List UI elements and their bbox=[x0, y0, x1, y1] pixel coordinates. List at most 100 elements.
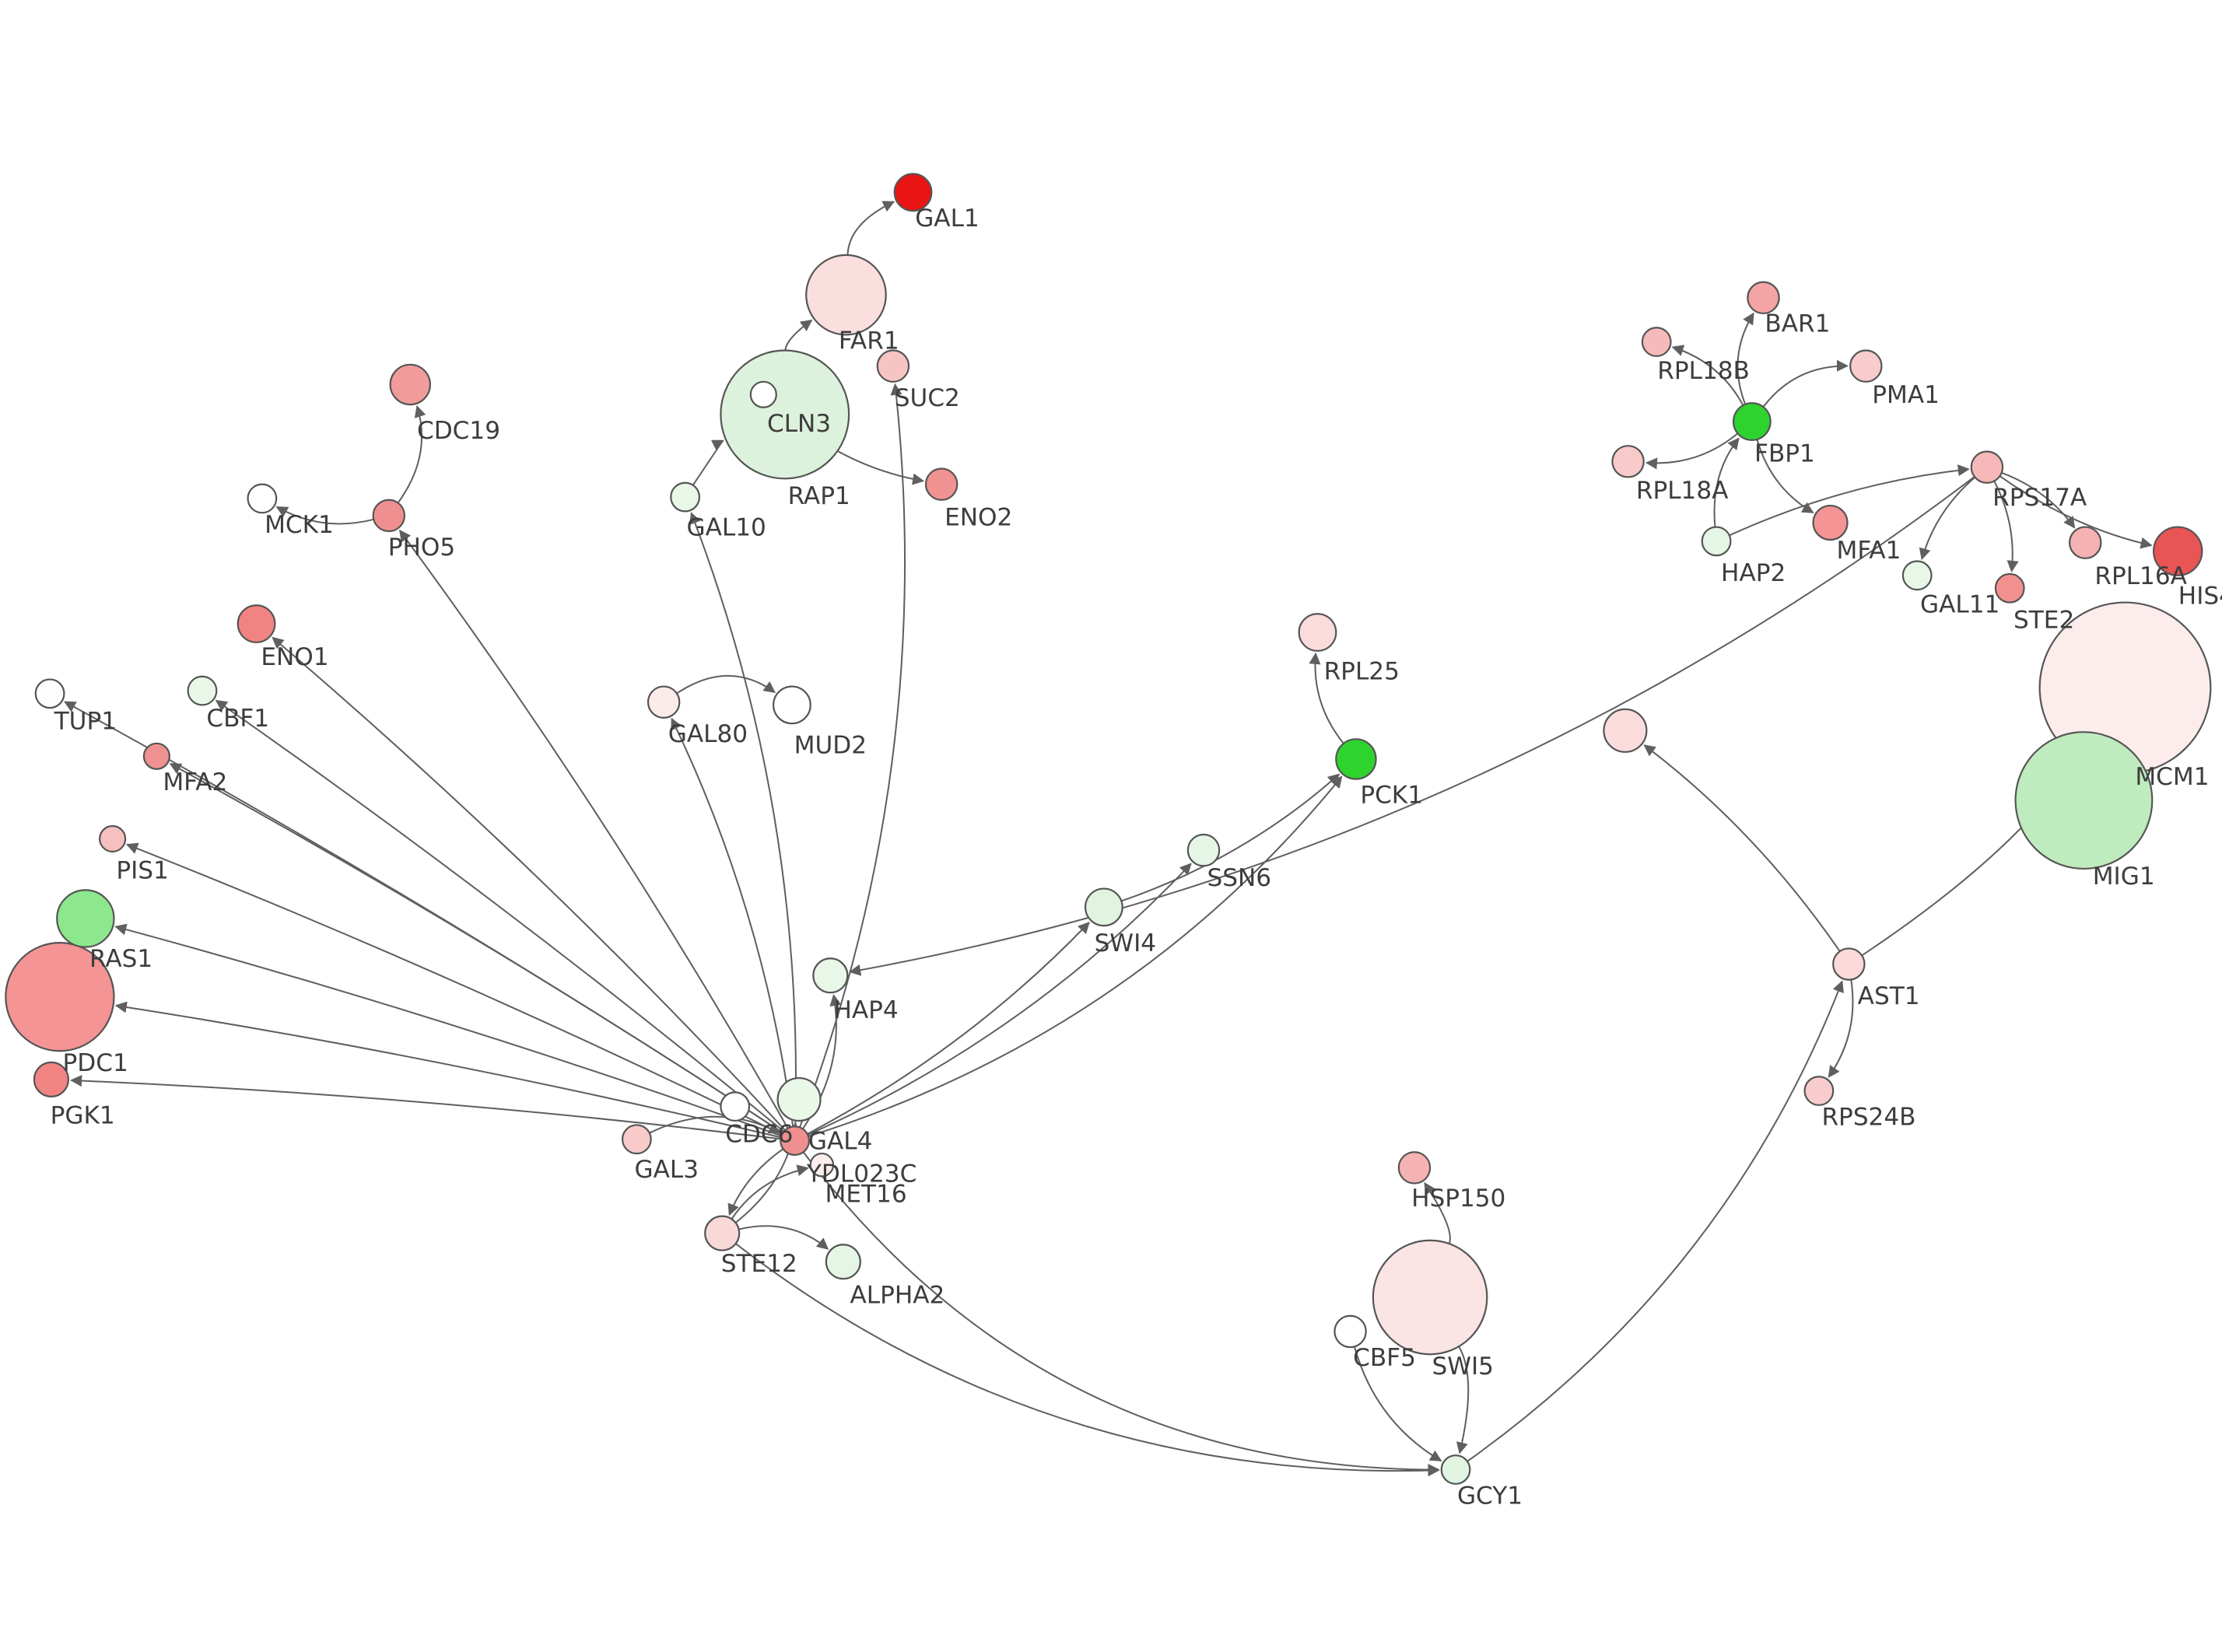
node-pma1[interactable] bbox=[1849, 349, 1883, 383]
node-gal1[interactable] bbox=[893, 173, 933, 212]
edge-FBP1-PMA1 bbox=[1762, 359, 1849, 408]
edge-GAL3-GAL4 bbox=[649, 1115, 781, 1134]
edge-FAR1-GAL1 bbox=[846, 201, 895, 255]
node-gal3[interactable] bbox=[621, 1124, 652, 1155]
node-rpl25[interactable] bbox=[1298, 613, 1337, 652]
node-ras1[interactable] bbox=[56, 889, 115, 948]
node-mfa1[interactable] bbox=[1812, 504, 1849, 541]
node-label-ast1: AST1 bbox=[1858, 982, 1920, 1010]
edge-GAL4-PDC1 bbox=[114, 1001, 782, 1139]
edge-GAL4-CBF1 bbox=[215, 699, 785, 1132]
node-hap2[interactable] bbox=[1701, 526, 1732, 557]
edges-layer bbox=[63, 201, 2153, 1477]
node-ydl023c[interactable] bbox=[776, 1076, 822, 1122]
node-label-ste12: STE12 bbox=[721, 1250, 797, 1278]
node-mud2[interactable] bbox=[773, 685, 811, 725]
node-ste12[interactable] bbox=[704, 1215, 741, 1251]
node-suc2[interactable] bbox=[876, 349, 910, 383]
node-label-rpl25: RPL25 bbox=[1324, 657, 1400, 685]
node-label-pck1: PCK1 bbox=[1360, 782, 1423, 810]
node-gal10[interactable] bbox=[670, 481, 701, 513]
node-pho5[interactable] bbox=[372, 499, 406, 533]
edge-RPS17A-HIS4 bbox=[1999, 475, 2153, 549]
node-label-mfa1: MFA1 bbox=[1836, 537, 1901, 565]
node-his4[interactable] bbox=[2153, 526, 2203, 576]
edge-GAL4-SWI4 bbox=[807, 922, 1090, 1135]
node-node_x[interactable] bbox=[1603, 708, 1648, 753]
node-mck1[interactable] bbox=[247, 483, 278, 514]
node-label-tup1: TUP1 bbox=[54, 708, 117, 736]
edge-GAL4-ENO1 bbox=[272, 636, 786, 1131]
node-gal4[interactable] bbox=[780, 1125, 810, 1157]
node-cbf1[interactable] bbox=[187, 675, 218, 706]
edge-STE12-MET16 bbox=[731, 1164, 809, 1220]
edge-AST1-RPS24B bbox=[1828, 979, 1854, 1078]
node-cdc6[interactable] bbox=[720, 1091, 751, 1122]
node-gal80[interactable] bbox=[647, 685, 681, 719]
node-label-swi4: SWI4 bbox=[1095, 929, 1156, 957]
node-rap1[interactable] bbox=[749, 380, 777, 408]
node-gcy1[interactable] bbox=[1440, 1454, 1471, 1485]
node-label-hsp150: HSP150 bbox=[1411, 1185, 1505, 1213]
node-label-rps24b: RPS24B bbox=[1821, 1103, 1915, 1131]
node-ste2[interactable] bbox=[1994, 572, 2025, 604]
node-label-mud2: MUD2 bbox=[794, 732, 867, 760]
node-eno1[interactable] bbox=[237, 604, 276, 643]
node-hap4[interactable] bbox=[812, 957, 849, 994]
node-bar1[interactable] bbox=[1747, 281, 1780, 315]
edge-FBP1-BAR1 bbox=[1737, 312, 1754, 405]
edge-PCK1-RPL25 bbox=[1309, 652, 1344, 744]
node-tup1[interactable] bbox=[34, 678, 65, 709]
node-rpl18a[interactable] bbox=[1611, 445, 1645, 478]
edge-GAL4-PHO5 bbox=[399, 529, 789, 1129]
node-cbf5[interactable] bbox=[1334, 1314, 1367, 1349]
node-label-cdc19: CDC19 bbox=[417, 417, 500, 445]
node-mig1[interactable] bbox=[2014, 731, 2154, 870]
edge-GAL4-GAL10 bbox=[689, 512, 797, 1127]
node-rpl16a[interactable] bbox=[2069, 526, 2102, 559]
edge-PHO5-MCK1 bbox=[275, 506, 374, 525]
node-swi5[interactable] bbox=[1372, 1239, 1488, 1356]
node-ast1[interactable] bbox=[1832, 947, 1866, 981]
node-eno2[interactable] bbox=[924, 467, 959, 501]
node-pgk1[interactable] bbox=[33, 1061, 69, 1097]
node-cln3[interactable] bbox=[720, 349, 850, 480]
node-fbp1[interactable] bbox=[1732, 402, 1772, 441]
edge-RPS17A-RPL16A bbox=[2001, 471, 2076, 529]
edge-STE12-GCY1 bbox=[734, 1243, 1440, 1477]
edge-GAL4-STE12 bbox=[727, 1148, 784, 1216]
node-label-rap1: RAP1 bbox=[788, 482, 850, 510]
edge-GAL4-SUC2 bbox=[799, 383, 906, 1128]
node-alpha2[interactable] bbox=[825, 1244, 861, 1280]
edge-GAL10-CLN3 bbox=[692, 439, 724, 486]
node-pdc1[interactable] bbox=[5, 942, 115, 1052]
edge-FBP1-RPL18A bbox=[1645, 432, 1739, 470]
node-label-pdc1: PDC1 bbox=[63, 1049, 128, 1077]
node-hsp150[interactable] bbox=[1397, 1151, 1432, 1185]
node-label-pma1: PMA1 bbox=[1872, 381, 1940, 409]
node-label-gal1: GAL1 bbox=[915, 205, 980, 233]
edge-AST1-NODE_X bbox=[1643, 744, 1841, 952]
node-far1[interactable] bbox=[805, 254, 887, 336]
node-label-pis1: PIS1 bbox=[116, 857, 168, 885]
node-mfa2[interactable] bbox=[142, 742, 170, 770]
edge-HAP2-RPS17A bbox=[1729, 464, 1970, 537]
node-rpl18b[interactable] bbox=[1641, 327, 1672, 357]
node-gal11[interactable] bbox=[1901, 560, 1933, 591]
node-rps17a[interactable] bbox=[1970, 450, 2004, 484]
node-label-mck1: MCK1 bbox=[265, 511, 334, 539]
edge-GAL4-RAS1 bbox=[114, 923, 782, 1137]
node-pck1[interactable] bbox=[1335, 738, 1377, 780]
node-ssn6[interactable] bbox=[1186, 833, 1221, 867]
node-met16[interactable] bbox=[809, 1152, 835, 1178]
node-label-suc2: SUC2 bbox=[895, 384, 960, 412]
edge-FBP1-RPL18B bbox=[1671, 345, 1744, 406]
node-swi4[interactable] bbox=[1084, 887, 1123, 927]
node-rps24b[interactable] bbox=[1803, 1076, 1835, 1106]
node-label-gal80: GAL80 bbox=[668, 720, 748, 748]
node-label-alpha2: ALPHA2 bbox=[850, 1281, 945, 1309]
node-pis1[interactable] bbox=[99, 824, 127, 853]
edge-GAL4-PGK1 bbox=[70, 1075, 781, 1140]
node-cdc19[interactable] bbox=[389, 363, 431, 406]
